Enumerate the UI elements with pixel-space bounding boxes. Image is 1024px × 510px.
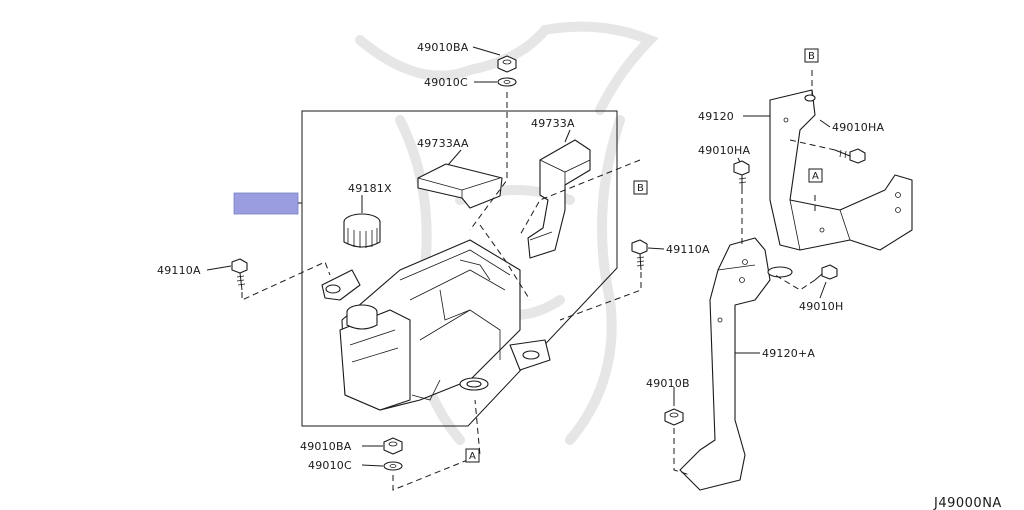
label-49120-plus-A: 49120+A [762,347,815,360]
ref-box-A-right: A [808,168,823,183]
mounting-grommet-bottom [459,377,489,391]
label-49010H: 49010H [799,300,843,313]
nut-right [664,408,684,426]
bracket-49120[interactable] [769,89,913,251]
nut-top [497,55,517,73]
label-49110A-right: 49110A [666,243,710,256]
svg-text:A: A [812,171,819,182]
label-49181X: 49181X [348,182,392,195]
label-49010HA-left: 49010HA [698,144,750,157]
bolt-49010HA-upper [834,148,866,164]
label-49010B: 49010B [646,377,690,390]
ref-box-B-top: B [804,48,819,63]
label-49010C-top: 49010C [424,76,468,89]
label-49010HA-top: 49010HA [832,121,884,134]
washer-top [497,77,517,87]
label-49733A: 49733A [531,117,575,130]
bracket-49120-plus-A[interactable] [679,94,816,491]
bolt-49010H [814,264,838,281]
label-49010BA-top: 49010BA [417,41,469,54]
label-49110A-left: 49110A [157,264,201,277]
diagram-code: J49000NA [933,496,1002,510]
highlight-box[interactable] [233,192,299,215]
nut-bottom [383,437,403,455]
svg-text:A: A [469,451,476,462]
label-49010C-bottom: 49010C [308,459,352,472]
bolt-left [231,258,248,291]
label-49733AA: 49733AA [417,137,469,150]
insulator-pad-49733AA[interactable] [417,163,503,209]
ref-box-A-bottom: A [465,448,480,463]
reservoir-cap[interactable] [343,213,381,248]
washer-bottom [383,461,403,471]
label-49120: 49120 [698,110,734,123]
leader-lines [206,46,831,467]
mounting-grommet-right [509,339,551,371]
dashed-guides [241,70,836,491]
bolt-49010HA-lower [733,160,750,188]
tank-filler-neck [346,304,378,330]
insulator-49733A[interactable] [527,139,591,259]
svg-text:B: B [808,51,815,62]
bolt-right [631,239,648,271]
ref-box-B-mid: B [633,180,648,195]
mounting-grommet-left [321,269,361,301]
reservoir-tank[interactable] [339,239,521,411]
svg-text:B: B [637,183,644,194]
label-49010BA-bottom: 49010BA [300,440,352,453]
